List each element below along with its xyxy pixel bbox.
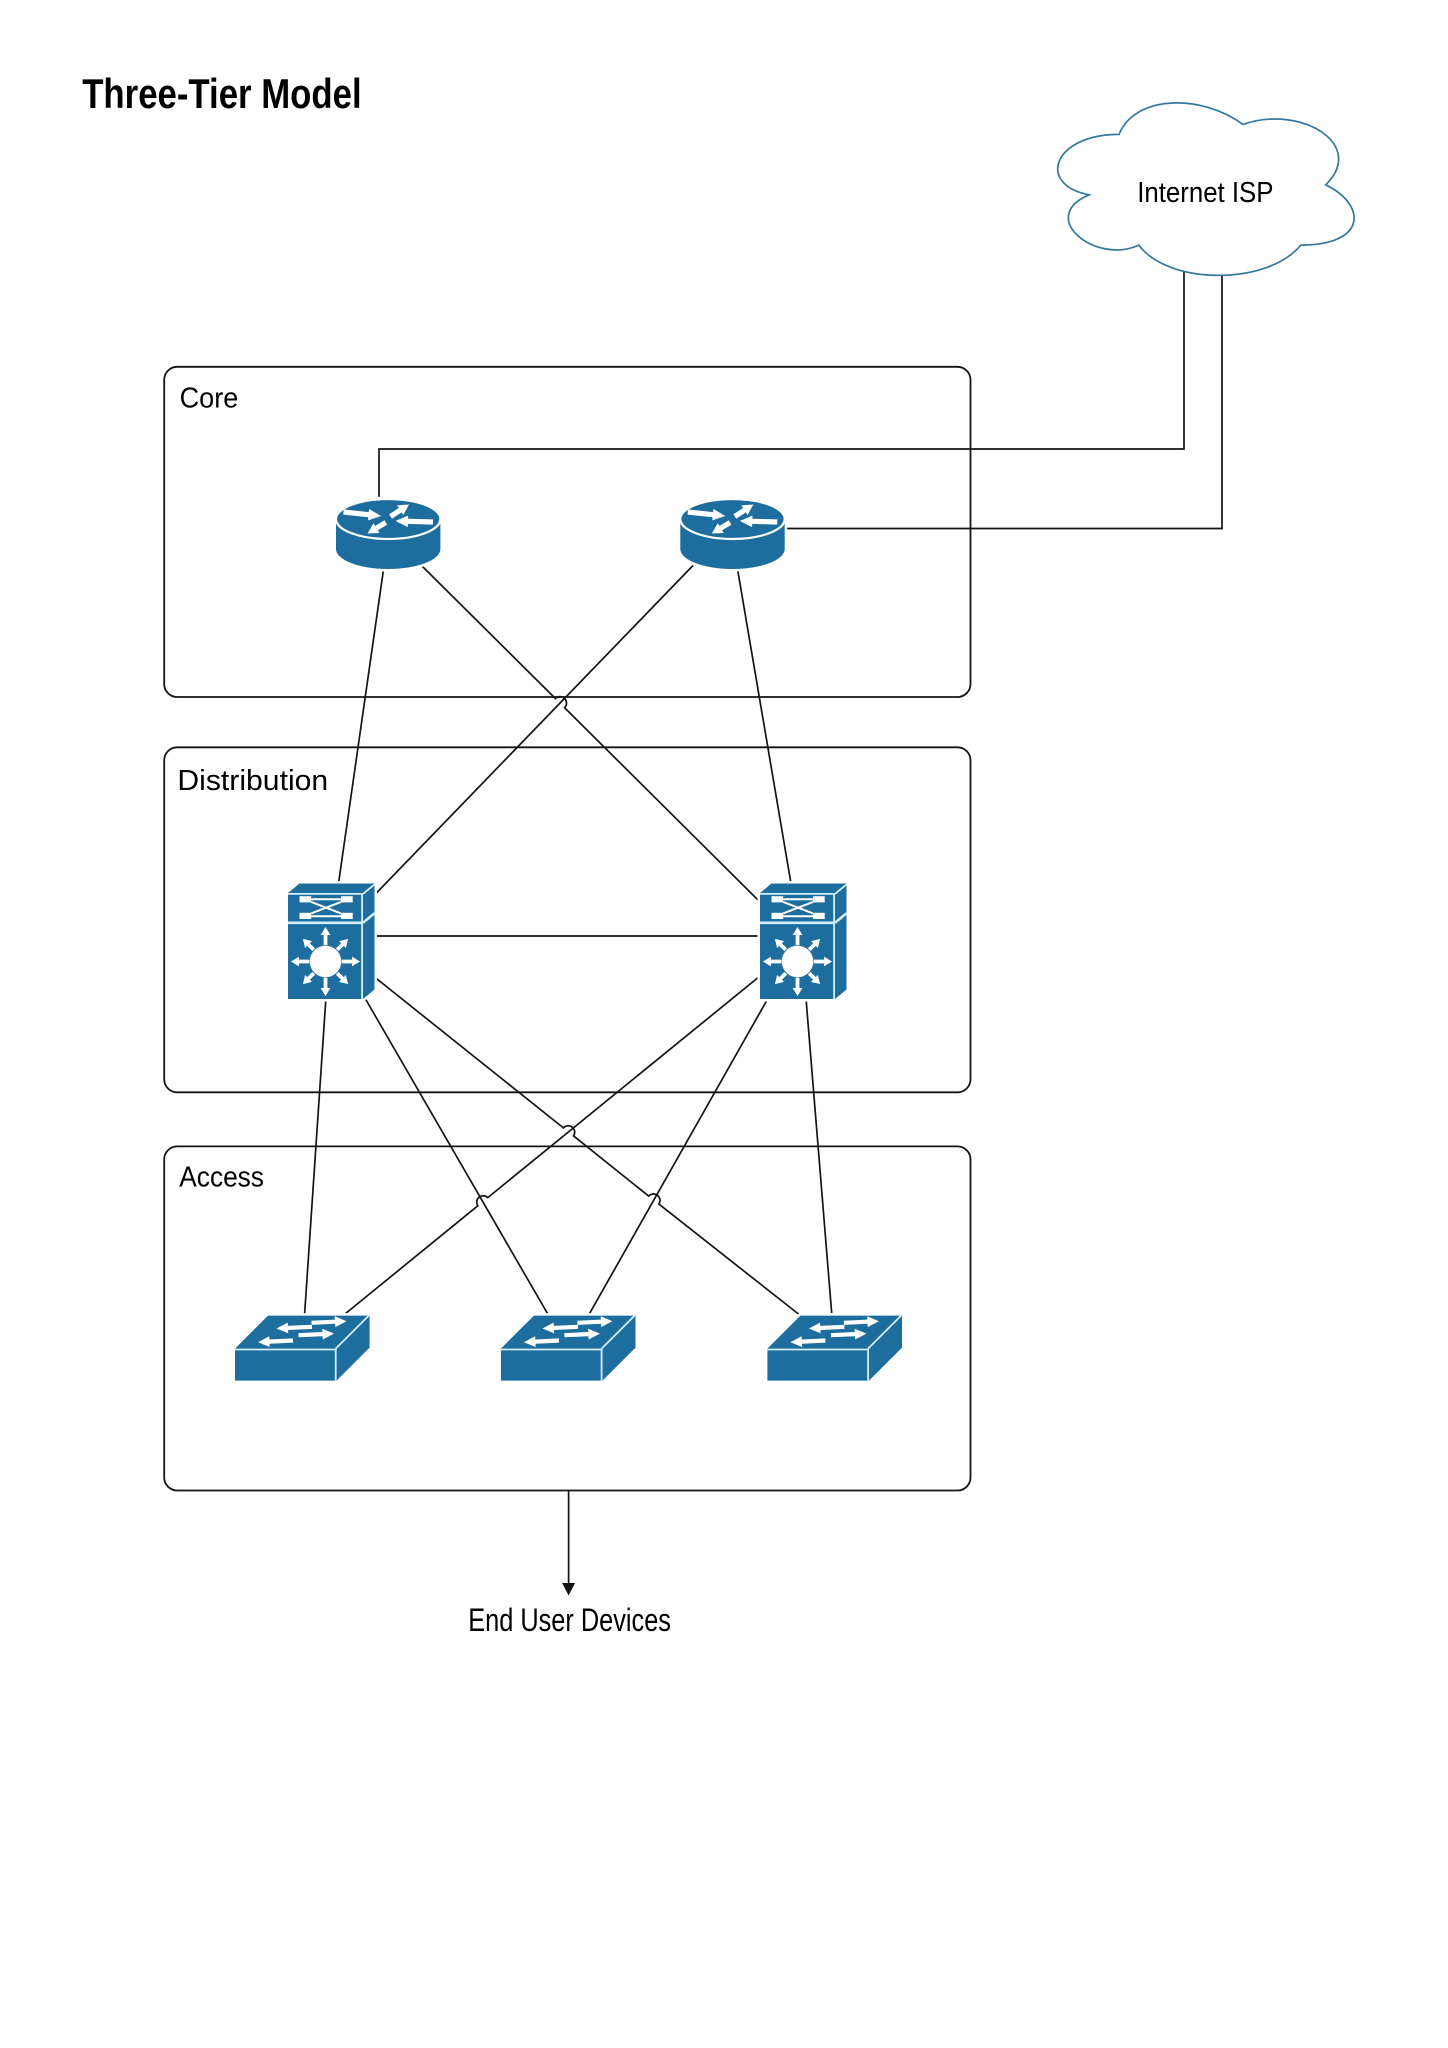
svg-text:Distribution: Distribution (177, 765, 328, 797)
svg-text:Three-Tier Model: Three-Tier Model (82, 71, 361, 118)
svg-text:Core: Core (180, 382, 239, 414)
svg-text:End User Devices: End User Devices (468, 1603, 671, 1638)
svg-text:Access: Access (179, 1161, 264, 1193)
svg-text:Internet ISP: Internet ISP (1137, 175, 1273, 208)
